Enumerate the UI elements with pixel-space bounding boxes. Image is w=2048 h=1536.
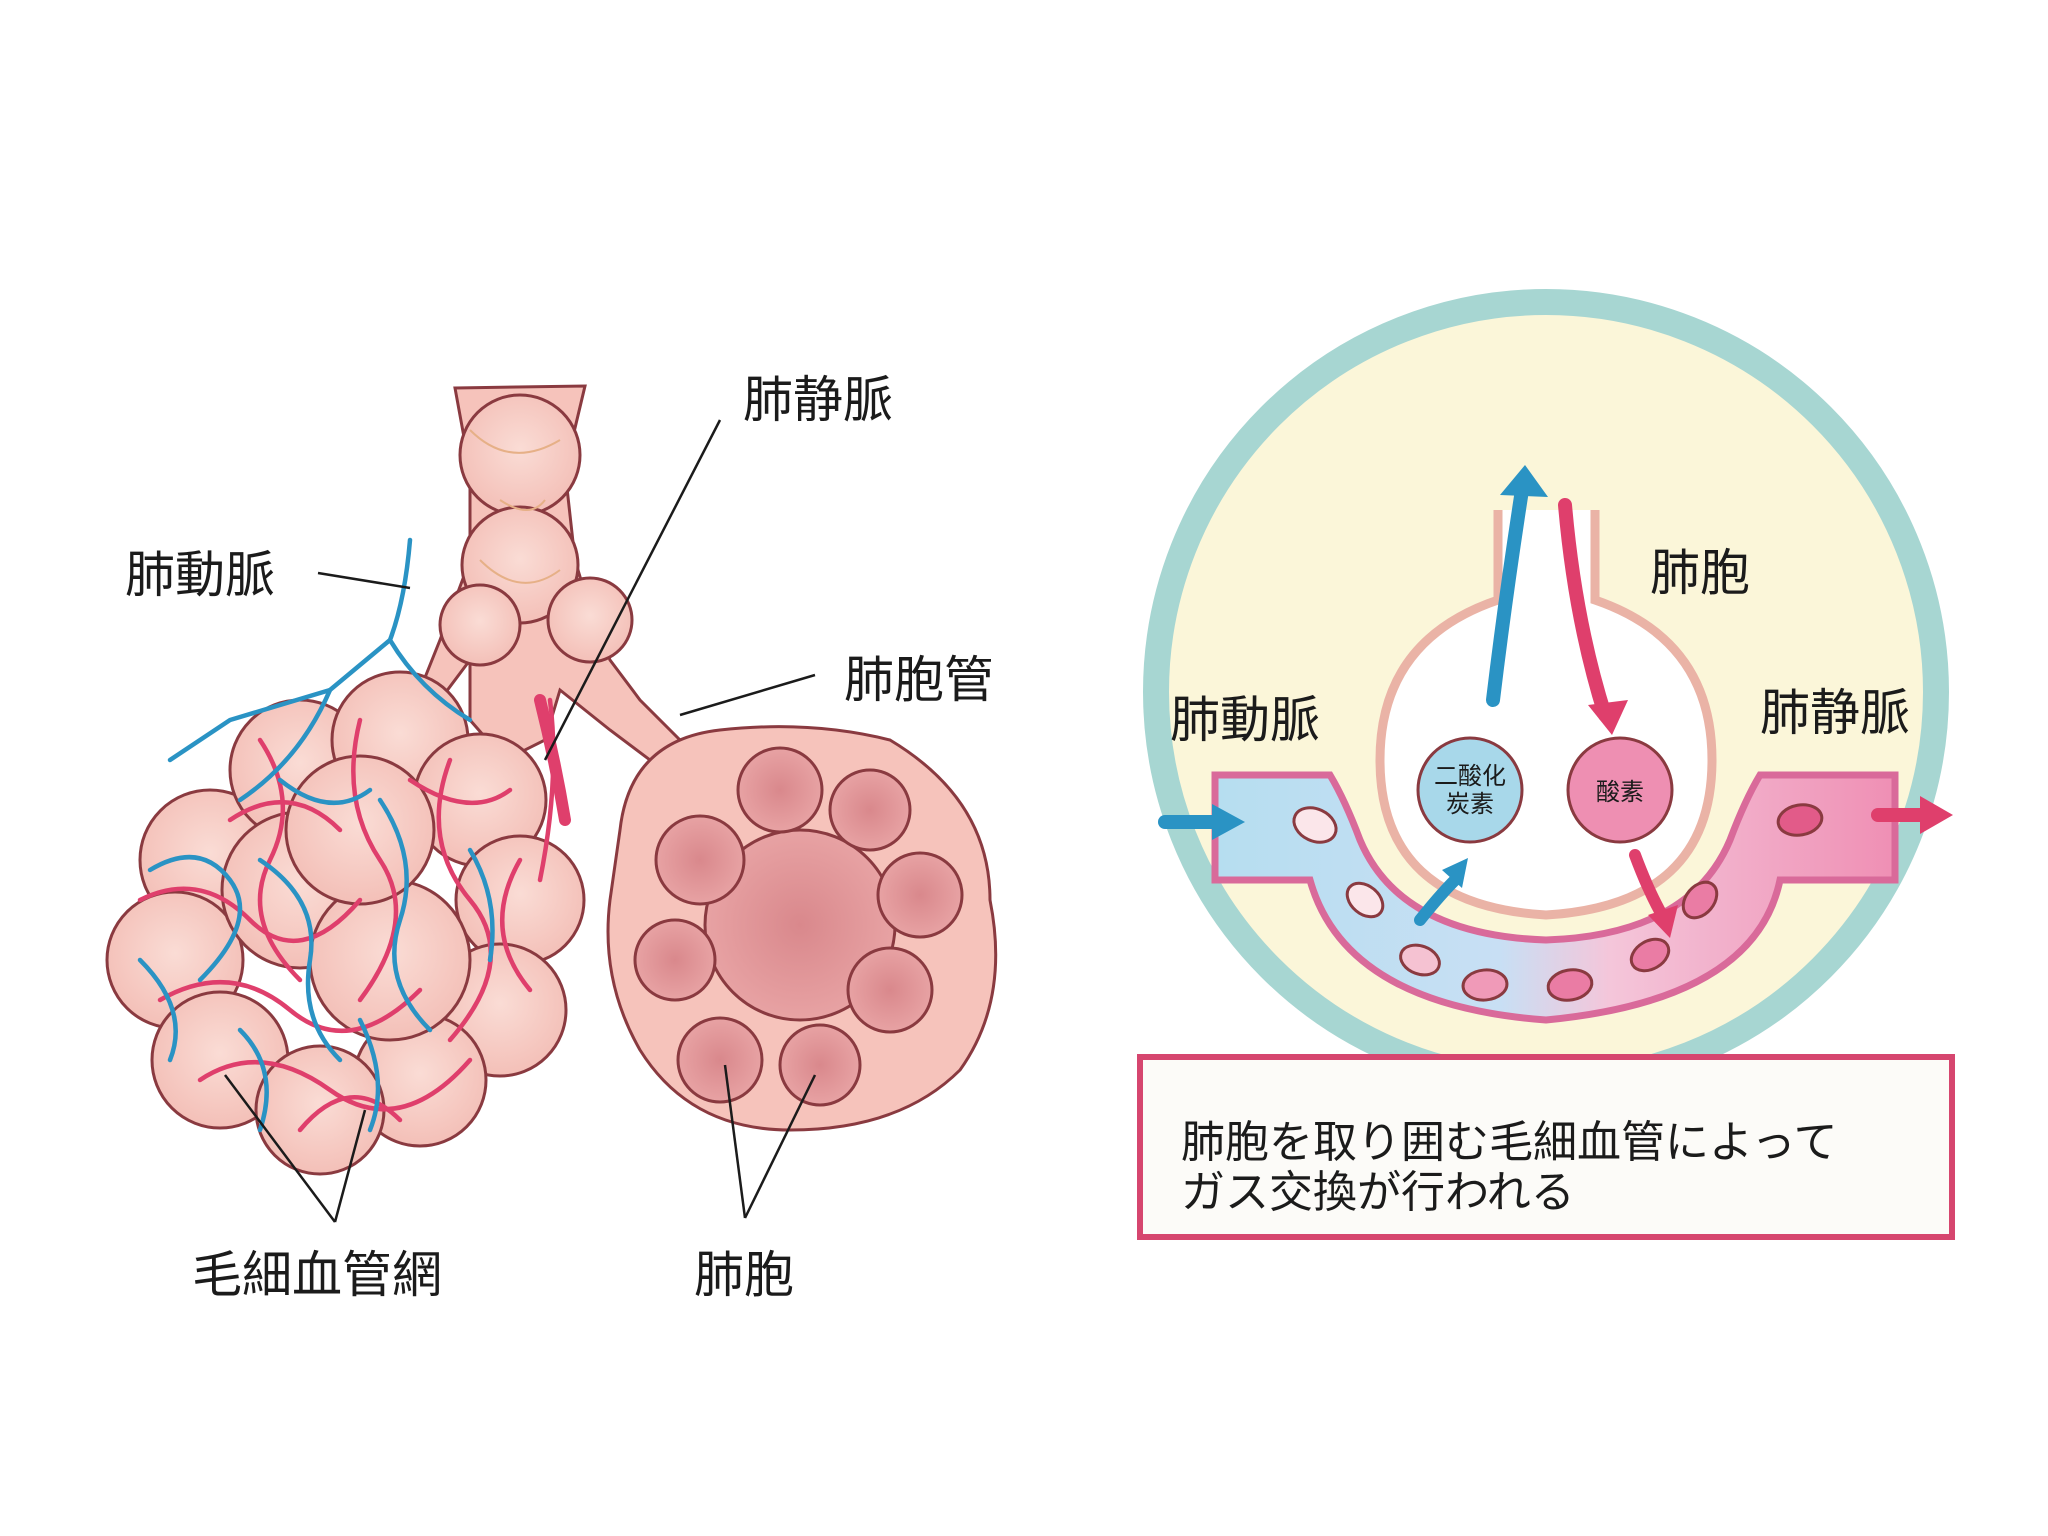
red-blood-cells bbox=[1292, 803, 1824, 1002]
co2-molecule bbox=[1416, 736, 1524, 844]
capillary-vessels-blue bbox=[137, 537, 495, 1133]
label-co2-line1: 二酸化 bbox=[1434, 762, 1506, 790]
label-oxygen: 酸素 bbox=[1596, 778, 1644, 806]
capillary-cluster bbox=[105, 537, 586, 1176]
left-leader-lines bbox=[223, 419, 817, 1223]
o2-molecule bbox=[1566, 736, 1674, 844]
capillary-vessels-red bbox=[137, 697, 556, 1133]
pulmonary-vein-vessel bbox=[534, 694, 571, 826]
label-pulmonary-vein-left: 肺静脈 bbox=[743, 371, 893, 429]
alveoli-cross-section bbox=[606, 725, 998, 1132]
label-pulmonary-artery-left: 肺動脈 bbox=[125, 546, 275, 604]
bronchiole-tube bbox=[398, 384, 702, 793]
label-capillary-network: 毛細血管網 bbox=[192, 1246, 442, 1304]
label-pulmonary-artery-right: 肺動脈 bbox=[1170, 691, 1320, 749]
artery-inflow-arrow bbox=[1158, 804, 1245, 840]
o2-diffusion-arrow bbox=[1629, 849, 1678, 938]
capillary-vessel-band bbox=[1211, 771, 1899, 1024]
o2-in-arrow bbox=[1558, 498, 1628, 735]
label-alveolar-duct: 肺胞管 bbox=[844, 651, 994, 709]
label-alveoli-left: 肺胞 bbox=[694, 1246, 794, 1304]
label-pulmonary-vein-right: 肺静脈 bbox=[1760, 684, 1910, 742]
co2-diffusion-arrow bbox=[1414, 858, 1468, 926]
co2-out-arrow bbox=[1486, 465, 1548, 707]
caption-box: 肺胞を取り囲む毛細血管によって ガス交換が行われる bbox=[1137, 1054, 1955, 1240]
caption-line-2: ガス交換が行われる bbox=[1181, 1167, 1575, 1218]
label-alveolus-right: 肺胞 bbox=[1650, 544, 1750, 602]
label-co2-line2: 炭素 bbox=[1446, 790, 1494, 818]
caption-line-1: 肺胞を取り囲む毛細血管によって bbox=[1181, 1117, 1838, 1168]
vein-outflow-arrow bbox=[1871, 796, 1953, 834]
